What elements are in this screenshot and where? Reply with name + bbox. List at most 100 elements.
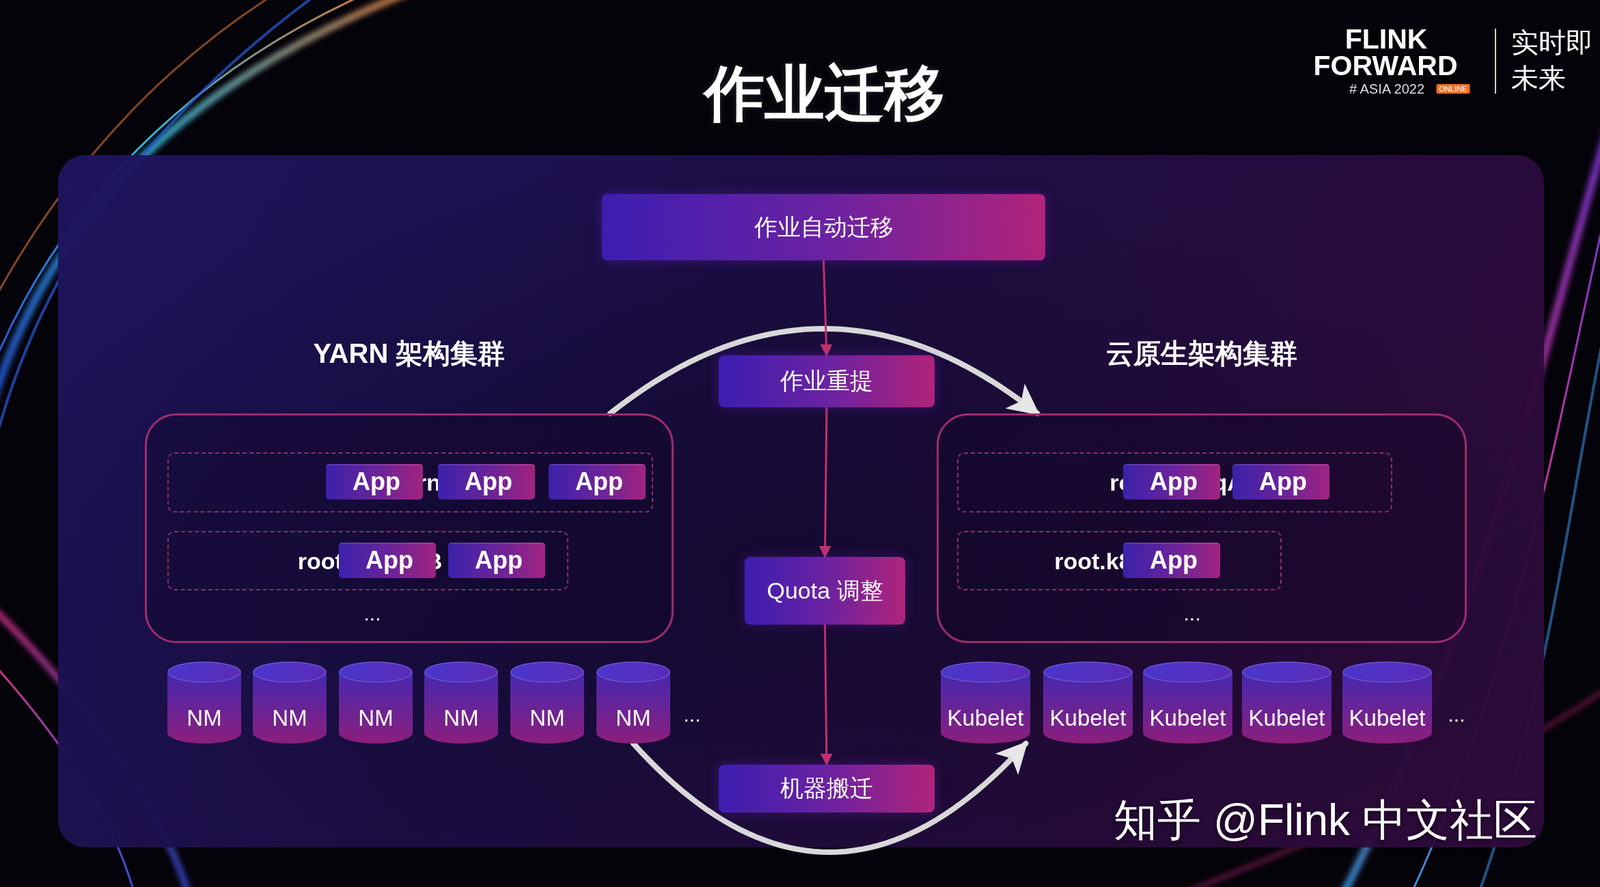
- flow-arrow: [825, 624, 828, 765]
- cylinder-body: [1342, 661, 1432, 744]
- node-label: Kubelet: [1043, 705, 1133, 731]
- migration-arc: [610, 328, 1038, 414]
- cylinder-body: [1142, 661, 1233, 744]
- logo-subtitle: # ASIA 2022: [1349, 81, 1425, 98]
- process-box: 机器搬迁: [718, 764, 935, 813]
- app-box: App: [1123, 463, 1221, 500]
- node-label: App: [342, 545, 436, 575]
- cylinder-top: [253, 661, 326, 682]
- node-label: App: [1127, 467, 1221, 496]
- cylinder-outline: [1043, 661, 1133, 744]
- ellipsis: ...: [683, 702, 701, 727]
- node-label: NM: [596, 705, 671, 731]
- app-box: App: [1123, 542, 1221, 578]
- queue-box: root.k8s_qBApp: [957, 530, 1282, 591]
- app-box: App: [325, 463, 423, 500]
- watermark: 知乎 @Flink 中文社区: [1113, 790, 1538, 850]
- logo-slogan: 实时即未来: [1511, 24, 1596, 96]
- cylinder-body: [167, 661, 242, 744]
- cluster-box: YARN 架构集群root.yarn_qAAppAppApproot.yarn_…: [144, 413, 674, 643]
- process-box: 作业自动迁移: [601, 194, 1046, 261]
- cylinder-top: [941, 661, 1030, 682]
- node-label: Kubelet: [1242, 705, 1332, 731]
- cylinder-top: [168, 661, 241, 682]
- node-label: App: [329, 467, 423, 496]
- node-label: App: [1127, 545, 1221, 575]
- cylinder-outline: [338, 661, 413, 744]
- logo-text: FORWARD: [1313, 51, 1458, 80]
- queue-box: root.k8s_qAAppApp: [957, 452, 1393, 513]
- cylinder-top: [1143, 661, 1232, 682]
- flow-arrow: [823, 260, 828, 356]
- app-box: App: [1232, 463, 1330, 500]
- queue-box: root.yarn_qBAppApp: [167, 530, 569, 591]
- cylinder-body: [1242, 661, 1332, 744]
- process-box: 作业重提: [718, 355, 935, 408]
- logo-text: FLINK: [1345, 25, 1428, 54]
- cylinder-top: [597, 661, 670, 682]
- logo-badge: ONLINE: [1436, 84, 1471, 94]
- node-label: NM: [338, 705, 413, 731]
- node-label: App: [452, 545, 546, 575]
- cylinder-body: [940, 661, 1031, 744]
- cylinder-body: [338, 661, 413, 744]
- cylinder-body: [424, 661, 499, 744]
- cluster-heading: 云原生架构集群: [938, 334, 1465, 373]
- node-cylinder: Kubelet: [940, 661, 1031, 744]
- cylinder-outline: [1142, 661, 1233, 744]
- cylinder-outline: [596, 661, 671, 744]
- slide-title: 作业迁移: [704, 53, 945, 135]
- node-cylinder: NM: [424, 661, 499, 744]
- cylinder-body: [510, 661, 585, 744]
- node-label: 机器搬迁: [780, 772, 874, 805]
- cylinder-body: [252, 661, 327, 744]
- node-cylinder: NM: [167, 661, 242, 744]
- cylinder-outline: [252, 661, 327, 744]
- node-cylinder: NM: [338, 661, 413, 744]
- cylinder-top: [424, 661, 498, 682]
- cylinder-top: [339, 661, 412, 682]
- app-box: App: [448, 542, 546, 578]
- ellipsis: ...: [1183, 601, 1201, 626]
- node-label: 作业自动迁移: [754, 211, 894, 244]
- node-label: 作业重提: [780, 365, 874, 397]
- cylinder-outline: [1242, 661, 1332, 744]
- node-cylinder: Kubelet: [1242, 661, 1332, 744]
- flow-arrow: [825, 407, 828, 557]
- node-label: Kubelet: [940, 705, 1031, 731]
- app-box: App: [338, 542, 436, 578]
- cluster-heading: YARN 架构集群: [146, 334, 672, 373]
- ellipsis: ...: [363, 601, 381, 626]
- node-label: App: [552, 467, 646, 496]
- queue-name: root.k8s_qB: [962, 547, 1281, 574]
- node-label: NM: [510, 705, 585, 731]
- cylinder-top: [1043, 661, 1133, 682]
- cylinder-outline: [167, 661, 242, 744]
- cylinder-top: [511, 661, 584, 682]
- node-label: App: [442, 467, 535, 496]
- node-label: NM: [424, 705, 499, 731]
- cylinder-top: [1242, 661, 1331, 682]
- cylinder-top: [1343, 661, 1432, 682]
- cylinder-body: [1043, 661, 1133, 744]
- node-cylinder: NM: [252, 661, 327, 744]
- ellipsis: ...: [1447, 702, 1465, 727]
- node-label: NM: [252, 705, 327, 731]
- node-cylinder: NM: [596, 661, 671, 744]
- cylinder-outline: [1342, 661, 1432, 744]
- queue-box: root.yarn_qAAppAppApp: [167, 452, 654, 513]
- node-cylinder: Kubelet: [1142, 661, 1233, 744]
- migration-arc: [633, 743, 1026, 852]
- node-label: Quota 调整: [766, 575, 883, 607]
- node-cylinder: Kubelet: [1342, 661, 1432, 744]
- cylinder-body: [596, 661, 671, 744]
- process-box: Quota 调整: [744, 556, 906, 625]
- node-cylinder: NM: [510, 661, 585, 744]
- node-label: Kubelet: [1342, 705, 1432, 731]
- app-box: App: [548, 463, 646, 500]
- cylinder-outline: [510, 661, 585, 744]
- cylinder-outline: [940, 661, 1031, 744]
- node-label: NM: [167, 705, 242, 731]
- node-label: App: [1236, 467, 1330, 496]
- cylinder-outline: [424, 661, 499, 744]
